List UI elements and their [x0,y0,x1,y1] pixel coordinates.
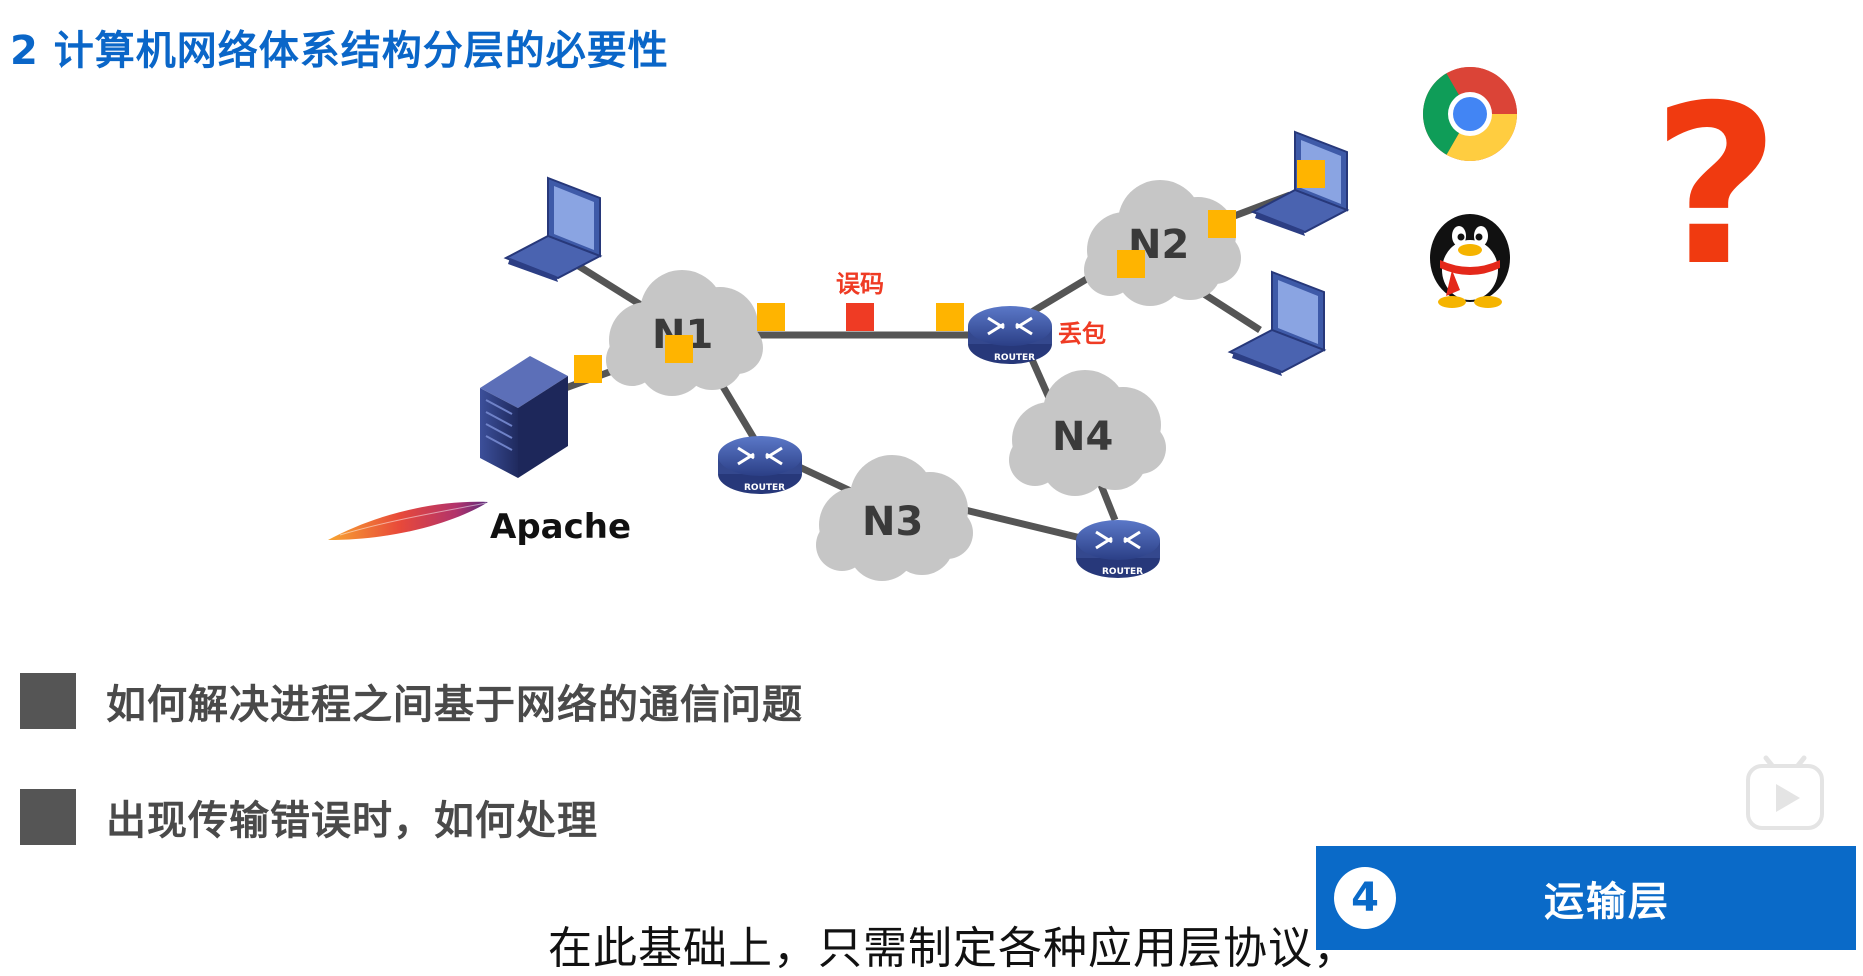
server-icon [480,356,568,478]
bullet-item: 出现传输错误时，如何处理 [20,788,598,846]
laptop-icon [505,177,601,283]
question-mark-icon: ? [1652,58,1780,314]
bullet-item: 如何解决进程之间基于网络的通信问题 [20,672,803,730]
network-label-n4: N4 [1052,414,1113,460]
data-packets [574,160,1325,383]
layer-name: 运输层 [1544,879,1670,925]
bullet-square-icon [20,673,76,729]
layer-number: 4 [1334,867,1396,929]
apache-label: Apache [490,507,631,547]
error-annotation: 误码 [836,270,884,298]
network-label-n3: N3 [862,499,923,545]
router-icon: ROUTER [968,306,1052,364]
layer-banner: 4 运输层 [1316,846,1856,950]
router-icon: ROUTER [718,436,802,494]
network-diagram: N1 N2 N3 N4 ROUTER ROUTER [328,58,1780,581]
chrome-icon [1423,67,1517,161]
page-title: 2 计算机网络体系结构分层的必要性 [10,28,669,74]
router-label: ROUTER [994,353,1035,363]
bullet-text: 如何解决进程之间基于网络的通信问题 [106,682,803,728]
qq-penguin-icon [1430,214,1510,308]
packet-loss-annotation: 丢包 [1058,320,1106,348]
apache-feather-icon [328,501,488,540]
router-label: ROUTER [744,483,785,493]
video-subtitle: 在此基础上，只需制定各种应用层协议， [548,923,1358,974]
play-icon[interactable] [1744,752,1826,832]
bullet-square-icon [20,789,76,845]
router-icon: ROUTER [1076,520,1160,578]
bullet-text: 出现传输错误时，如何处理 [106,798,598,844]
router-label: ROUTER [1102,567,1143,577]
laptop-icon [1229,271,1325,377]
